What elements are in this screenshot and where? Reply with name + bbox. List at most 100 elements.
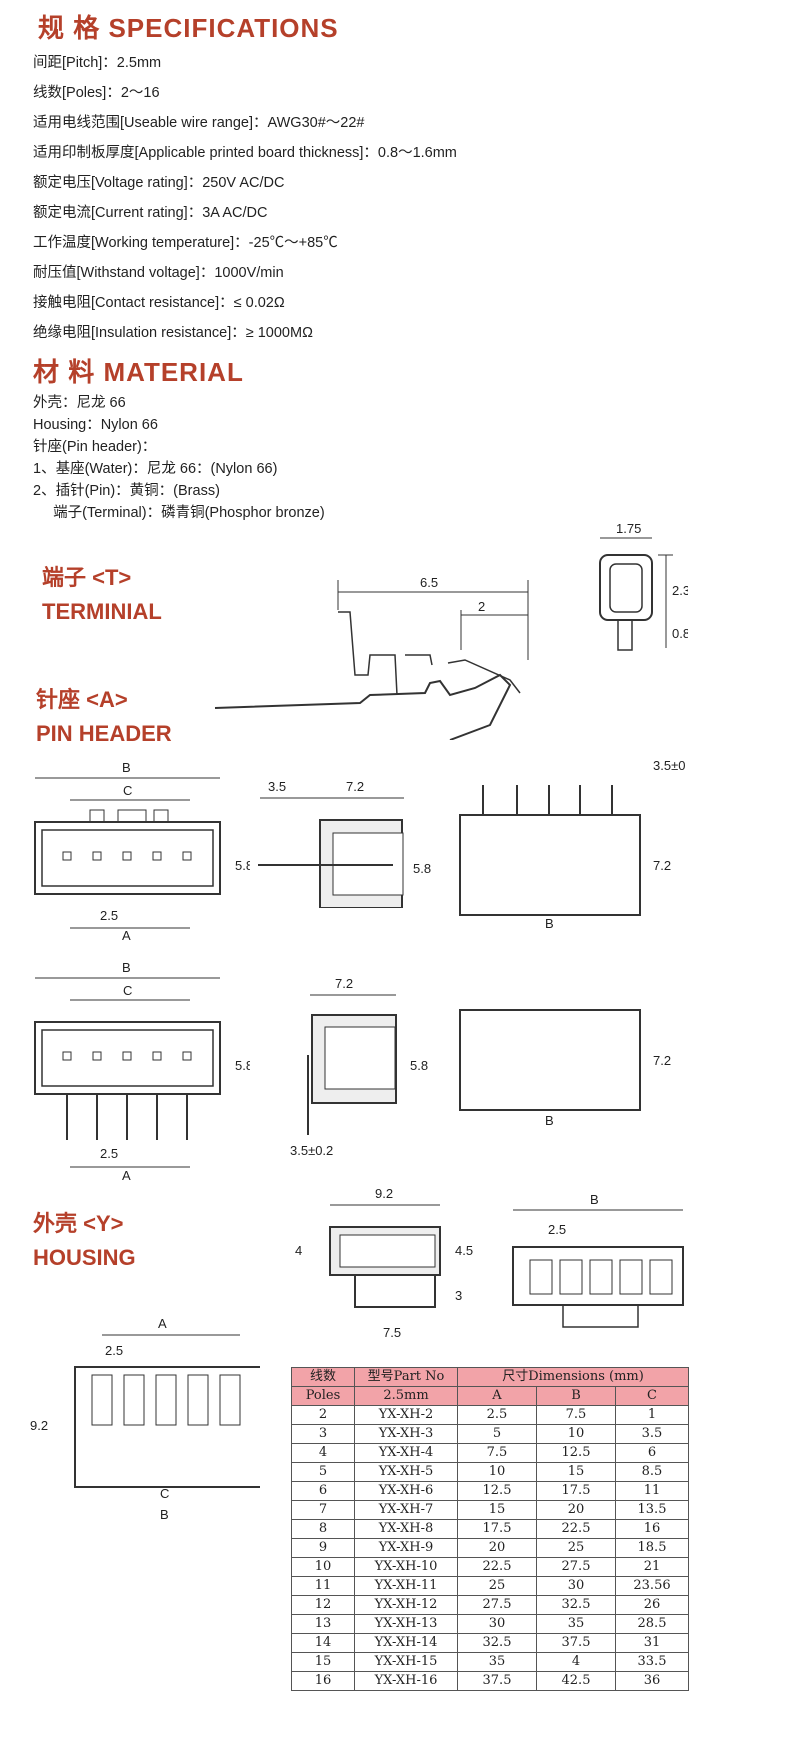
table-cell: 12 — [291, 1595, 355, 1615]
table-cell: 1 — [615, 1405, 689, 1425]
terminal-bottom-label: 0.8 — [672, 626, 688, 641]
table-cell: 28.5 — [615, 1614, 689, 1634]
header-dimensions: 尺寸Dimensions (mm) — [457, 1367, 689, 1387]
table-cell: 35 — [457, 1652, 537, 1672]
terminal-length-label: 6.5 — [420, 575, 438, 590]
housing-b-bottom-label: B — [160, 1507, 169, 1522]
table-cell: 12.5 — [536, 1443, 616, 1463]
table-cell: YX-XH-9 — [354, 1538, 458, 1558]
material-item: 1、基座(Water)：尼龙 66：(Nylon 66) — [33, 461, 278, 477]
pin-header-side-height-label: 5.8 — [413, 861, 431, 876]
table-cell: 22.5 — [536, 1519, 616, 1539]
table-cell: 14 — [291, 1633, 355, 1653]
material-list: 外壳：尼龙 66 Housing：Nylon 66 针座(Pin header)… — [33, 392, 325, 524]
housing-width-label: 9.2 — [375, 1186, 393, 1201]
table-cell: 5 — [457, 1424, 537, 1444]
housing-side-label: 9.2 — [30, 1418, 48, 1433]
housing-side-drawing: 9.2 4 4.5 3 7.5 — [295, 1186, 473, 1340]
terminal-width-label: 1.75 — [616, 521, 641, 536]
pin-header2-b-label: B — [122, 960, 131, 975]
header-c: C — [615, 1386, 689, 1406]
pin-header-pin-tolerance-label: 3.5±0.2 — [653, 758, 685, 773]
pin-header-pin-length-label: 3.5 — [268, 779, 286, 794]
pin-header-front2-drawing: B C 5.8 2.5 A — [34, 960, 250, 1183]
spec-item: 额定电流[Current rating]：3A AC/DC — [33, 205, 268, 221]
material-heading: 材 料 MATERIAL — [33, 357, 244, 387]
table-cell: 15 — [536, 1462, 616, 1482]
table-cell: 17.5 — [536, 1481, 616, 1501]
header-b: B — [536, 1386, 616, 1406]
table-cell: 4 — [536, 1652, 616, 1672]
spec-item: 间距[Pitch]：2.5mm — [33, 55, 162, 71]
table-cell: 15 — [291, 1652, 355, 1672]
header-part-no: 型号Part No — [354, 1367, 458, 1387]
specifications-heading: 规 格 SPECIFICATIONS — [38, 13, 339, 43]
material-item: 端子(Terminal)：磷青铜(Phosphor bronze) — [33, 505, 325, 521]
table-cell: 27.5 — [457, 1595, 537, 1615]
pin-header-tall-label: 7.2 — [653, 858, 671, 873]
table-cell: 30 — [536, 1576, 616, 1596]
table-cell: 13 — [291, 1614, 355, 1634]
pin-header-back-drawing: 3.5±0.2 7.2 B — [459, 758, 685, 930]
table-cell: YX-XH-14 — [354, 1633, 458, 1653]
table-cell: 7.5 — [457, 1443, 537, 1463]
table-cell: YX-XH-6 — [354, 1481, 458, 1501]
spec-item: 工作温度[Working temperature]：-25℃～+85℃ — [33, 235, 338, 251]
table-cell: 2.5 — [457, 1405, 537, 1425]
material-item: 外壳：尼龙 66 — [33, 395, 126, 411]
table-cell: 11 — [615, 1481, 689, 1501]
pin-header2-tall-label: 7.2 — [653, 1053, 671, 1068]
pin-header-title-cn: 针座 <A> — [36, 687, 128, 712]
material-item: 2、插针(Pin)：黄铜：(Brass) — [33, 483, 220, 499]
table-cell: 12.5 — [457, 1481, 537, 1501]
table-cell: 6 — [615, 1443, 689, 1463]
spec-item: 适用电线范围[Useable wire range]：AWG30#～22# — [33, 115, 365, 131]
table-cell: 5 — [291, 1462, 355, 1482]
terminal-title: 端子 <T> TERMINIAL — [42, 564, 162, 626]
table-cell: 3.5 — [615, 1424, 689, 1444]
table-cell: 13.5 — [615, 1500, 689, 1520]
housing-bottom-label: 7.5 — [383, 1325, 401, 1340]
material-item: 针座(Pin header)： — [33, 439, 157, 455]
pin-header2-height-label: 5.8 — [235, 1058, 250, 1073]
pin-header-a-label: A — [122, 928, 131, 943]
table-cell: 25 — [457, 1576, 537, 1596]
table-cell: 11 — [291, 1576, 355, 1596]
table-cell: YX-XH-15 — [354, 1652, 458, 1672]
table-cell: 33.5 — [615, 1652, 689, 1672]
table-cell: 10 — [291, 1557, 355, 1577]
housing-height3-label: 3 — [455, 1288, 462, 1303]
housing-c-label: C — [160, 1486, 169, 1501]
housing-height2-label: 4.5 — [455, 1243, 473, 1258]
pin-header-body-length-label: 7.2 — [346, 779, 364, 794]
material-item: Housing：Nylon 66 — [33, 417, 158, 433]
table-cell: 30 — [457, 1614, 537, 1634]
pin-header-back2-drawing: 7.2 B — [459, 1009, 671, 1128]
table-cell: 7 — [291, 1500, 355, 1520]
spec-item: 线数[Poles]：2～16 — [33, 85, 160, 101]
specifications-list: 间距[Pitch]：2.5mm 线数[Poles]：2～16 适用电线范围[Us… — [33, 48, 457, 348]
pin-header2-side-height-label: 5.8 — [410, 1058, 428, 1073]
pin-header-c-label: C — [123, 783, 132, 798]
terminal-side-drawing: 6.5 2 — [214, 575, 529, 740]
table-cell: 16 — [615, 1519, 689, 1539]
pin-header-back-b-label: B — [545, 916, 554, 930]
terminal-front-drawing: 1.75 2.3 0.8 — [599, 521, 688, 651]
table-cell: 21 — [615, 1557, 689, 1577]
table-cell: YX-XH-16 — [354, 1671, 458, 1691]
header-a: A — [457, 1386, 537, 1406]
table-cell: 22.5 — [457, 1557, 537, 1577]
housing-height1-label: 4 — [295, 1243, 302, 1258]
